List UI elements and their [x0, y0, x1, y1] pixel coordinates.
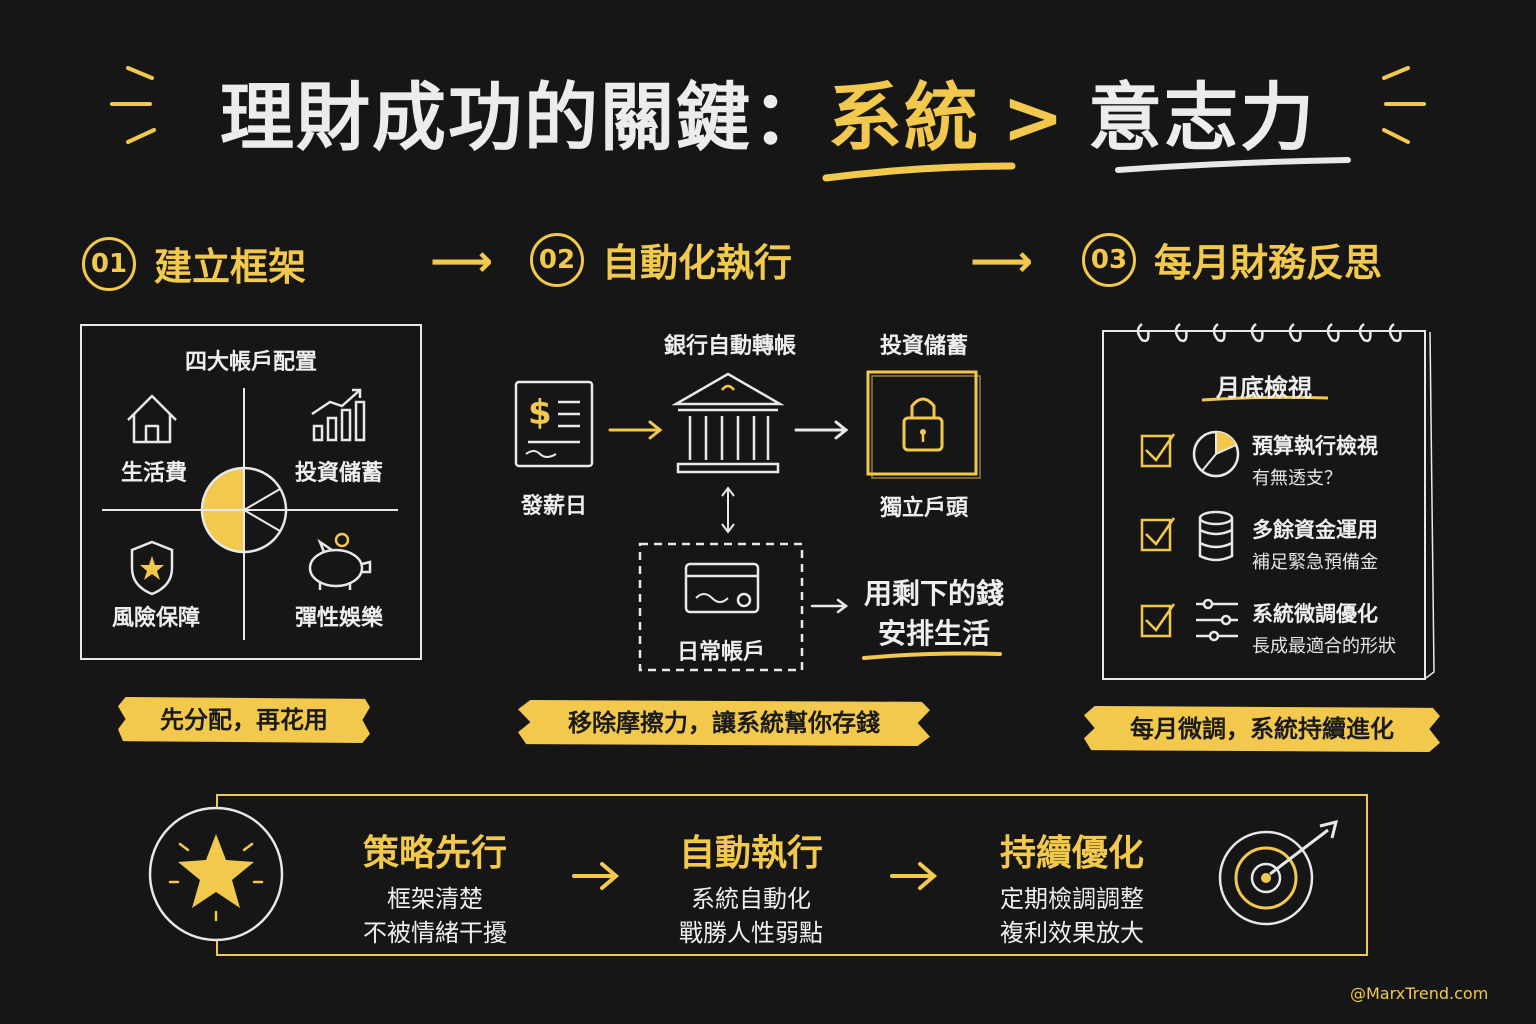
investment-savings-label: 投資儲蓄	[879, 334, 968, 359]
credit-link[interactable]: @MarxTrend.com	[1350, 984, 1489, 1003]
lock-icon	[866, 370, 981, 479]
checkbox-icon	[1140, 433, 1176, 468]
title-part-1: 理財成功的關鍵：	[219, 75, 828, 161]
step-arrow-1: ⟶	[430, 236, 494, 287]
svg-text:$: $	[528, 393, 552, 433]
quadrant-flexible-entertainment: 彈性娛樂	[294, 606, 383, 631]
step-2-number: 02	[530, 232, 584, 287]
summary-automation-line-2: 戰勝人性弱點	[679, 919, 823, 947]
house-icon	[127, 394, 177, 444]
summary-arrow-2	[890, 862, 938, 890]
daily-account-label: 日常帳戶	[676, 640, 765, 665]
growth-chart-icon	[311, 388, 366, 442]
sliders-icon	[1196, 598, 1238, 642]
review-item-3: 系統微調優化 長成最適合的形狀	[1252, 598, 1396, 658]
arrow-to-bank	[608, 420, 663, 440]
review-item-1: 預算執行檢視 有無透支？	[1252, 430, 1378, 490]
step-arrow-2: ⟶	[970, 236, 1034, 287]
summary-strategy-line-2: 不被情緒干擾	[363, 919, 507, 947]
shield-icon	[130, 540, 174, 596]
automation-flow-diagram: $	[514, 370, 1002, 672]
checkbox-icon	[1140, 517, 1176, 552]
step-1-title: 建立框架	[154, 245, 307, 289]
summary-strategy: 策略先行 框架清楚 不被情緒干擾	[330, 824, 540, 950]
summary-optimization: 持續優化 定期檢調調整 複利效果放大	[966, 824, 1178, 950]
target-icon	[1218, 819, 1339, 926]
quadrant-living-expenses: 生活費	[120, 461, 187, 486]
summary-icons	[148, 806, 1339, 942]
review-item-1-main: 預算執行檢視	[1252, 434, 1378, 458]
step-2-banner: 移除摩擦力，讓系統幫你存錢	[518, 700, 930, 746]
piggy-bank-icon	[308, 532, 372, 590]
review-item-3-main: 系統微調優化	[1252, 602, 1378, 626]
database-icon	[1198, 510, 1234, 562]
daily-account-box	[638, 542, 804, 672]
step-2-heading: 02 自動化執行	[530, 232, 792, 287]
arrow-to-remaining	[810, 598, 849, 614]
allocation-pie-icon	[200, 466, 288, 554]
step-1-heading: 01 建立框架	[82, 236, 306, 291]
step-3-number: 03	[1082, 232, 1136, 287]
step-1-banner: 先分配，再花用	[118, 697, 370, 743]
summary-arrow-1	[572, 862, 620, 890]
four-accounts-diagram	[102, 388, 398, 640]
payday-label: 發薪日	[520, 494, 587, 519]
summary-strategy-line-1: 框架清楚	[387, 885, 483, 913]
review-item-2: 多餘資金運用 補足緊急預備金	[1252, 514, 1378, 574]
review-icons	[1140, 430, 1240, 642]
step-3-title: 每月財務反思	[1154, 241, 1383, 285]
bank-icon	[671, 372, 785, 474]
title-decoration	[110, 66, 1426, 182]
remaining-money-line-2: 安排生活	[877, 617, 990, 650]
credit-card-icon	[684, 562, 760, 614]
remaining-money-line-1: 用剩下的錢	[863, 577, 1004, 610]
checkbox-icon	[1140, 603, 1176, 638]
review-item-2-sub: 補足緊急預備金	[1252, 552, 1378, 573]
bank-transfer-label: 銀行自動轉帳	[663, 334, 796, 359]
title-part-willpower: 意志力	[1088, 75, 1316, 161]
review-item-3-sub: 長成最適合的形狀	[1252, 636, 1396, 657]
page-title: 理財成功的關鍵：系統> 意志力	[0, 58, 1536, 165]
monthly-review-card	[1102, 330, 1426, 680]
summary-automation-title: 自動執行	[678, 833, 823, 874]
quadrant-risk-protection: 風險保障	[111, 606, 200, 631]
separate-account-label: 獨立戶頭	[879, 496, 968, 521]
notebook-rings	[1136, 323, 1435, 679]
four-accounts-box	[80, 324, 422, 660]
title-part-system: 系統	[827, 75, 980, 161]
step-3-banner: 每月微調，系統持續進化	[1084, 706, 1440, 752]
pie-chart-icon	[1192, 430, 1240, 478]
summary-strategy-title: 策略先行	[362, 833, 507, 874]
summary-optimization-line-2: 複利效果放大	[1000, 919, 1144, 947]
summary-automation-line-1: 系統自動化	[691, 885, 811, 913]
quadrant-investment-savings: 投資儲蓄	[294, 461, 383, 486]
four-accounts-title: 四大帳戶配置	[184, 350, 317, 375]
monthly-review-title: 月底檢視	[1216, 374, 1312, 402]
bank-to-daily-arrow	[721, 486, 735, 534]
review-item-2-main: 多餘資金運用	[1252, 518, 1378, 542]
title-separator: >	[1001, 75, 1066, 161]
star-icon	[148, 806, 284, 942]
summary-optimization-title: 持續優化	[999, 833, 1144, 874]
paycheck-icon: $	[514, 380, 594, 468]
review-item-1-sub: 有無透支？	[1252, 468, 1342, 489]
step-1-number: 01	[82, 236, 136, 291]
arrow-to-investment	[794, 420, 849, 440]
step-3-heading: 03 每月財務反思	[1082, 232, 1382, 287]
step-2-title: 自動化執行	[602, 241, 793, 285]
summary-automation: 自動執行 系統自動化 戰勝人性弱點	[646, 824, 856, 950]
summary-optimization-line-1: 定期檢調調整	[1000, 885, 1144, 913]
